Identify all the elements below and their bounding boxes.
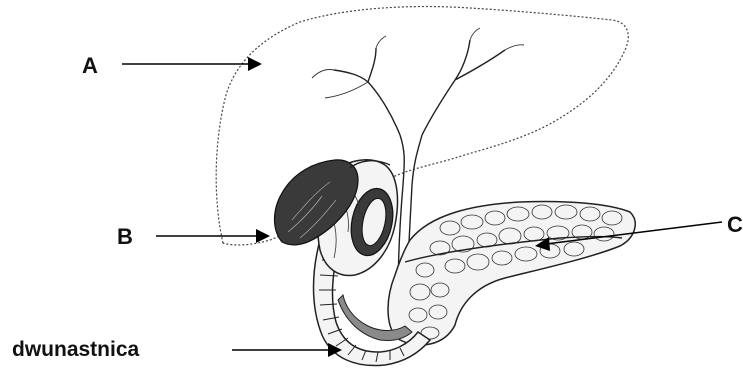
label-b: B <box>117 224 133 250</box>
pancreas <box>388 201 635 345</box>
arrow-duodenum <box>232 343 342 357</box>
label-duodenum: dwunastnica <box>12 338 139 362</box>
label-c: C <box>727 212 743 238</box>
arrow-a <box>122 57 262 71</box>
arrow-b <box>156 229 270 243</box>
label-a: A <box>82 53 98 79</box>
